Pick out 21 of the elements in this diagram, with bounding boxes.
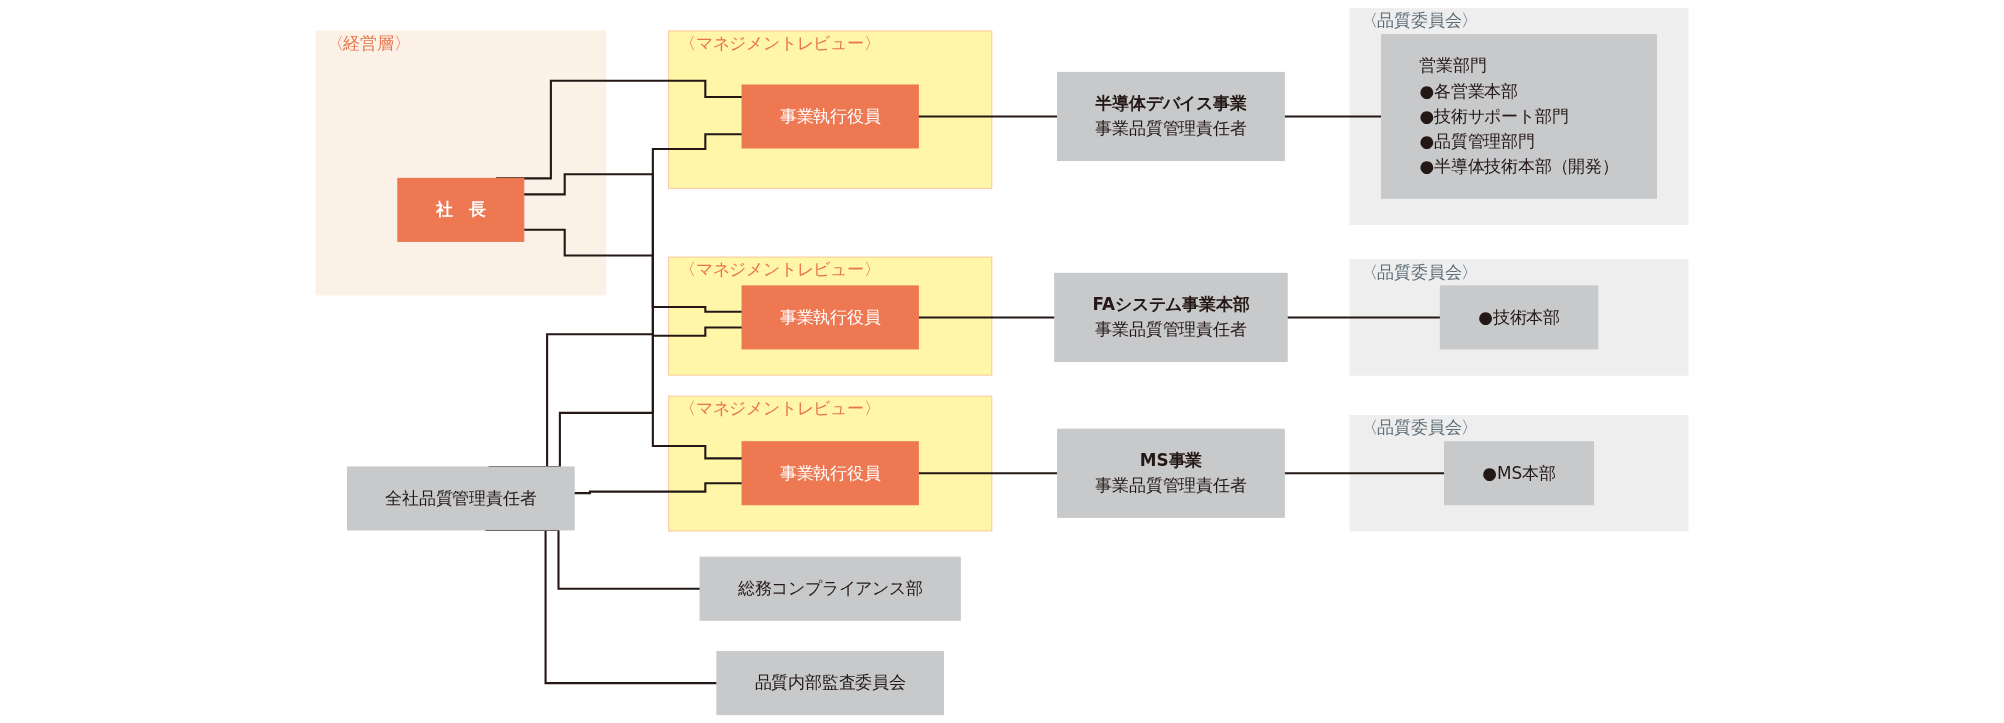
node-box: 事業執行役員	[741, 441, 919, 506]
connector	[574, 482, 743, 495]
connector	[918, 115, 1058, 118]
node-box: 半導体デバイス事業 事業品質管理責任者	[1057, 71, 1285, 162]
connector	[1284, 472, 1445, 475]
node-box: 事業執行役員	[741, 84, 919, 149]
node-box: 事業執行役員	[741, 285, 919, 350]
node-box: FAシステム事業本部 事業品質管理責任者	[1054, 272, 1288, 363]
node-box: MS事業 事業品質管理責任者	[1057, 428, 1285, 518]
node-box: 全社品質管理責任者	[346, 466, 575, 531]
node-box: ●MS本部	[1444, 441, 1595, 506]
node-box: 社 長	[397, 177, 525, 242]
node-box: ●技術本部	[1439, 285, 1599, 350]
connector	[1284, 115, 1382, 118]
connector	[523, 173, 743, 313]
node-box: 品質内部監査委員会	[716, 651, 945, 716]
connector	[918, 316, 1055, 319]
node-box: 総務コンプライアンス部	[699, 556, 961, 621]
connector	[918, 472, 1058, 475]
connector	[1287, 316, 1441, 319]
connector	[523, 228, 743, 460]
